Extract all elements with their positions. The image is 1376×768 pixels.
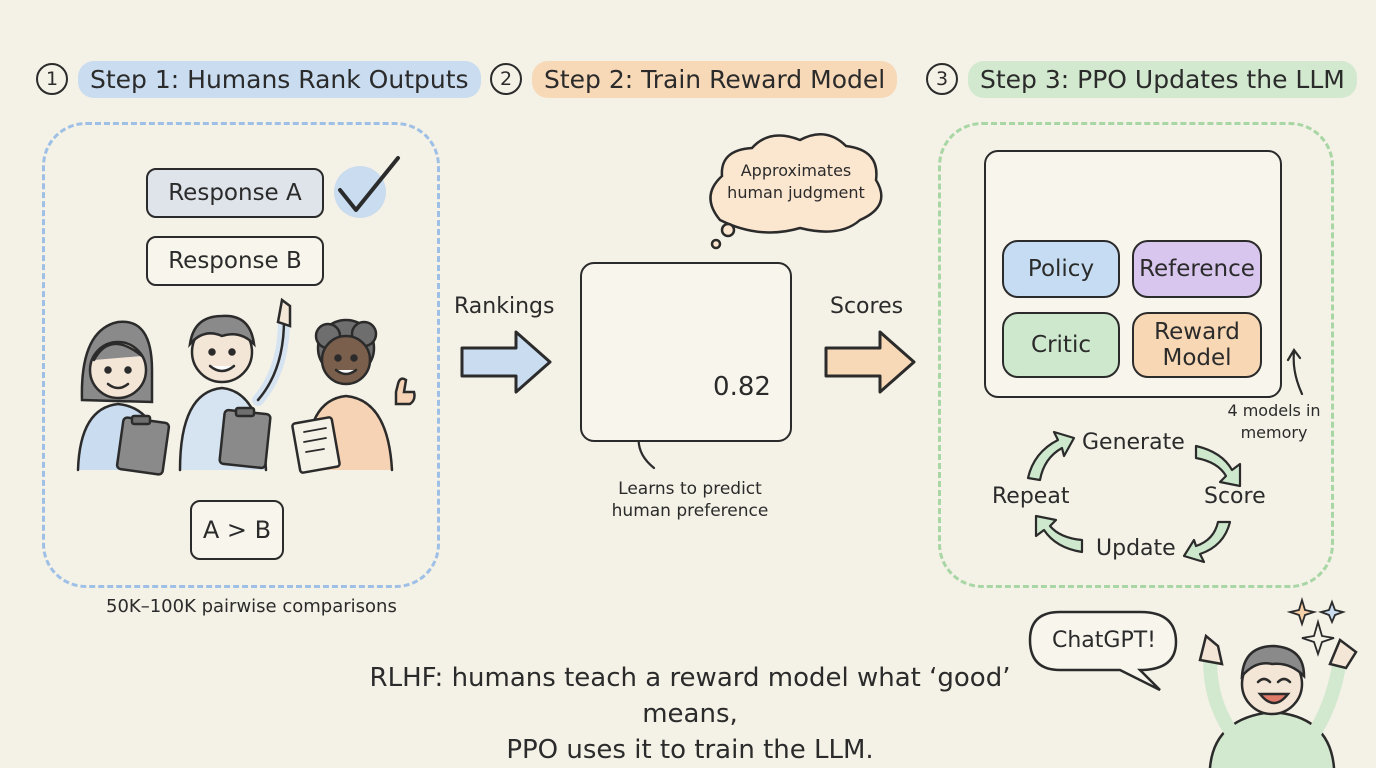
step3-label: Step 3: PPO Updates the LLM (968, 60, 1357, 98)
thought-text: Approximates human judgment (727, 161, 865, 202)
loop-score: Score (1204, 484, 1266, 509)
policy-label: Policy (1027, 256, 1095, 282)
celebrating-person-icon (1198, 633, 1358, 768)
ranking-label: A > B (202, 516, 272, 544)
summary-text: RLHF: humans teach a reward model what ‘… (340, 660, 1040, 768)
sparkle-icon (1286, 596, 1347, 657)
thought-cloud-icon (709, 133, 883, 250)
chatgpt-speech: ChatGPT! (1052, 628, 1156, 653)
scores-label: Scores (830, 294, 904, 319)
step2-number: 2 (490, 63, 522, 95)
scores-arrow-icon (824, 330, 916, 394)
loop-update: Update (1096, 536, 1176, 561)
summary-line-1: RLHF: humans teach a reward model what ‘… (369, 663, 1011, 729)
reference-label: Reference (1139, 256, 1255, 282)
step3-number: 3 (926, 63, 958, 95)
ranking-card: A > B (190, 500, 284, 560)
loop-generate: Generate (1082, 430, 1185, 455)
chatgpt-bubble-icon (1028, 610, 1178, 692)
step3-panel (938, 122, 1334, 588)
step1-number: 1 (36, 63, 68, 95)
memory-pointer-icon (1286, 348, 1304, 396)
comparisons-caption: 50K–100K pairwise comparisons (106, 596, 397, 617)
step2-title: 2 Step 2: Train Reward Model (490, 58, 898, 100)
summary-line-2: PPO uses it to train the LLM. (506, 735, 874, 765)
critic-model: Critic (1002, 312, 1120, 378)
rankings-label: Rankings (454, 294, 555, 319)
policy-model: Policy (1002, 240, 1120, 298)
step2-label: Step 2: Train Reward Model (532, 60, 898, 98)
rankings-arrow-icon (460, 330, 552, 394)
step1-title: 1 Step 1: Humans Rank Outputs (36, 58, 481, 100)
checkmark-icon (334, 156, 400, 218)
reward-model-model: Reward Model (1132, 312, 1262, 378)
reward-model-box (580, 262, 792, 442)
person-left-icon (76, 320, 171, 476)
person-middle-icon (178, 297, 292, 472)
response-b-label: Response B (168, 248, 302, 274)
reward-model-label: Reward Model (1154, 319, 1240, 371)
response-a-label: Response A (168, 180, 302, 206)
response-b-box: Response B (146, 236, 324, 286)
step1-panel (42, 122, 440, 588)
memory-note: 4 models in memory (1227, 401, 1321, 442)
person-right-icon (291, 318, 416, 474)
reference-model: Reference (1132, 240, 1262, 298)
loop-arrows-icon (1026, 430, 1242, 564)
step3-title: 3 Step 3: PPO Updates the LLM (926, 58, 1357, 100)
loop-repeat: Repeat (992, 484, 1070, 509)
score-value: 0.82 (713, 372, 771, 402)
critic-label: Critic (1031, 332, 1091, 358)
response-a-box: Response A (146, 168, 324, 218)
step1-label: Step 1: Humans Rank Outputs (78, 60, 481, 98)
learns-note: Learns to predict human preference (611, 479, 769, 521)
